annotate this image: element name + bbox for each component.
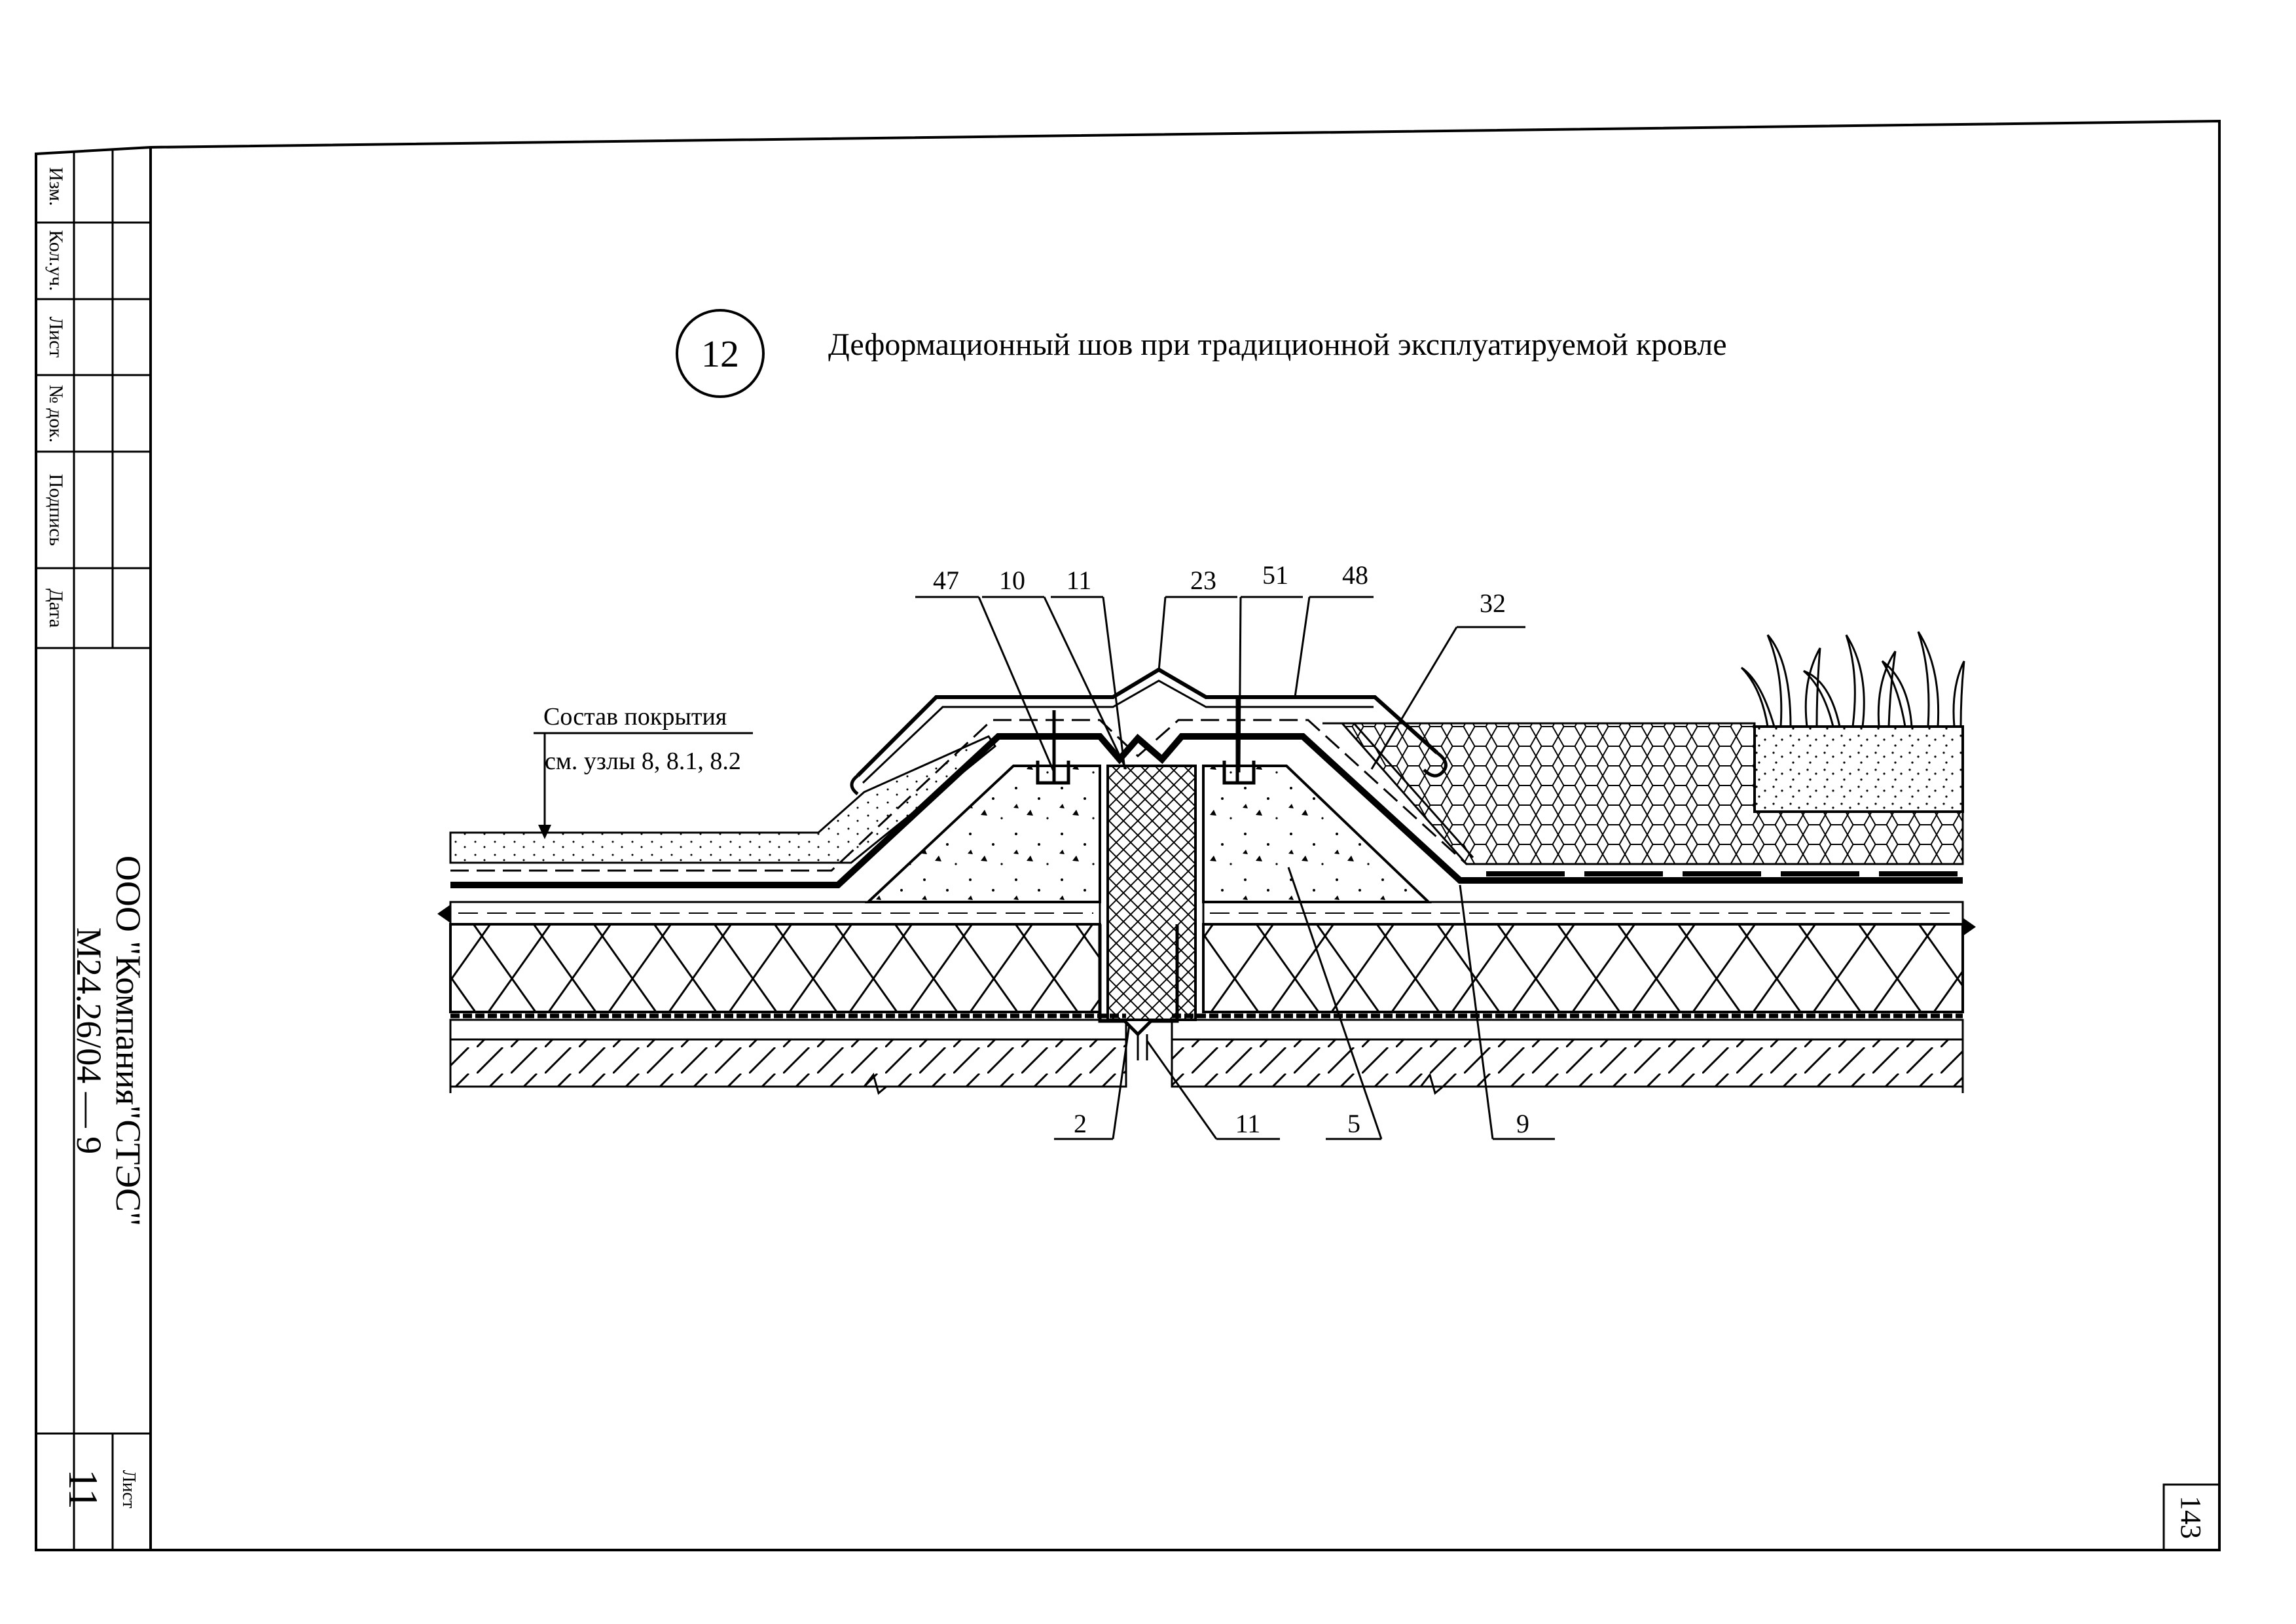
slab-right [1171, 1038, 1964, 1088]
field-signature: Подпись [45, 474, 67, 546]
label-11-top: 11 [1066, 566, 1092, 595]
labels-bottom: 2 11 5 9 [1074, 1109, 1529, 1138]
leaders-bottom [1054, 867, 1555, 1140]
sheet-number-label: Лист [118, 1470, 139, 1509]
field-kol-uch: Кол.уч. [45, 230, 67, 291]
label-9: 9 [1516, 1109, 1529, 1138]
company-name: ООО "Компания"СТЭС" [109, 856, 148, 1226]
composition-note: Состав покрытия см. узлы 8, 8.1, 8.2 [534, 703, 753, 839]
field-list: Лист [45, 317, 67, 358]
sheet-frame [35, 119, 2221, 1551]
node-number-circle [676, 309, 765, 398]
note-line-1: Состав покрытия [543, 703, 727, 731]
concrete-upstand-left [864, 765, 1101, 903]
field-doc-no: № док. [45, 385, 67, 442]
field-izm: Изм. [45, 167, 67, 206]
label-47: 47 [933, 566, 959, 595]
page-stamp-number: 143 [2175, 1496, 2207, 1539]
title-block: Изм. Кол.уч. Лист № док. Подпись Дата ОО… [36, 151, 151, 1550]
insulation-right [1202, 923, 1964, 1013]
drawing-title: 12 Деформационный шов при традиционной э… [676, 309, 1727, 398]
soil-layer [1753, 725, 1964, 813]
label-48: 48 [1342, 560, 1368, 590]
label-32: 32 [1480, 588, 1506, 618]
label-51: 51 [1262, 560, 1288, 590]
label-23: 23 [1190, 566, 1216, 595]
construction-section [437, 631, 1976, 1095]
concrete-upstand-right [1202, 765, 1432, 903]
protective-screed-left [449, 735, 997, 864]
label-5: 5 [1347, 1109, 1360, 1138]
sheet-number: 11 [60, 1469, 107, 1509]
node-number: 12 [701, 333, 739, 375]
slab-left [449, 1038, 1127, 1088]
label-2: 2 [1074, 1109, 1087, 1138]
labels-top: 47 10 11 23 51 48 32 [933, 560, 1506, 618]
document-code: М24.26/04 — 9 [69, 928, 109, 1155]
drawing-title-text: Деформационный шов при традиционной эксп… [828, 327, 1727, 362]
label-11-bottom: 11 [1235, 1109, 1261, 1138]
joint-filler [1106, 765, 1197, 1021]
label-10: 10 [999, 566, 1025, 595]
field-date: Дата [45, 588, 67, 628]
note-line-2: см. узлы 8, 8.1, 8.2 [545, 748, 741, 775]
grass-icon [1740, 631, 1965, 727]
page-stamp: 143 [2162, 1483, 2221, 1551]
insulation-left [449, 923, 1101, 1013]
leaders-top [915, 596, 1525, 773]
